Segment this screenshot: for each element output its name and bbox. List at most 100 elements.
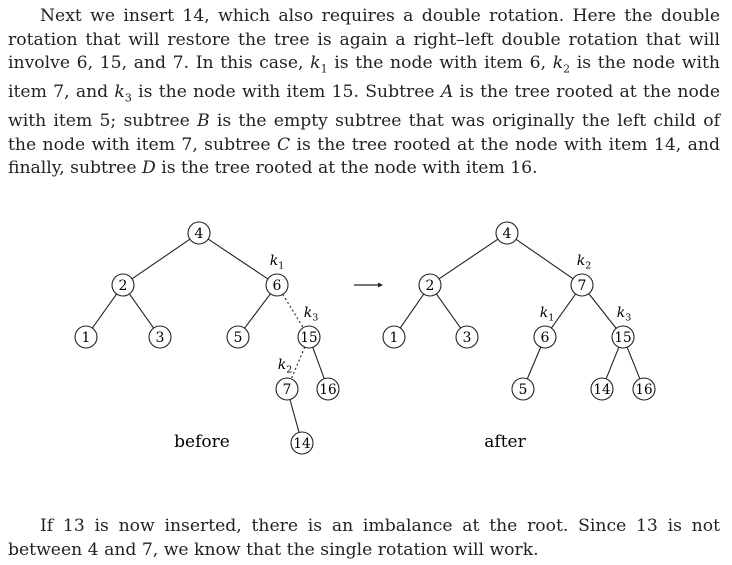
before-edge	[312, 347, 325, 379]
before-k-subscript: 2	[286, 365, 292, 376]
after-edge	[515, 238, 574, 280]
paragraph-intro: Next we insert 14, which also requires a…	[8, 5, 720, 181]
after-node-label: 6	[541, 330, 550, 346]
before-node: 7	[275, 377, 299, 401]
before-node-circle	[111, 273, 135, 297]
before-edge	[290, 346, 306, 380]
after-node-label: 14	[593, 382, 610, 398]
paragraph-run: is the node with item 7, and	[8, 53, 720, 103]
after-node: 5	[511, 377, 535, 401]
before-node-label: 2	[119, 278, 128, 294]
after-node: 6	[533, 325, 557, 349]
after-k-letter: k	[577, 253, 585, 269]
before-edge	[282, 294, 304, 328]
before-edge	[131, 238, 191, 280]
paragraph-run: D	[141, 158, 156, 179]
after-node: 14	[590, 377, 614, 401]
after-k-label: k1	[540, 305, 555, 324]
after-node-label: 2	[426, 278, 435, 294]
before-node-label: 15	[300, 330, 317, 346]
paragraph-run: is the node with item 15. Subtree	[131, 82, 441, 103]
before-k-letter: k	[270, 253, 278, 269]
after-node: 4	[495, 221, 519, 245]
after-node: 16	[632, 377, 656, 401]
before-edge	[207, 238, 269, 280]
before-edge	[91, 293, 118, 329]
after-edge	[399, 293, 425, 329]
before-node: 6	[265, 273, 289, 297]
before-node-label: 3	[156, 330, 165, 346]
before-edge	[244, 293, 271, 329]
after-node-label: 7	[578, 278, 587, 294]
before-node-circle	[74, 325, 98, 349]
before-k-letter: k	[278, 357, 286, 373]
after-node-circle	[418, 273, 442, 297]
after-node-circle	[611, 325, 635, 349]
after-node-label: 4	[503, 226, 512, 242]
paragraph-run: is the node with item 6,	[327, 53, 553, 74]
before-edge	[289, 399, 300, 433]
caption-after: after	[484, 432, 526, 452]
after-node-circle	[533, 325, 557, 349]
after-node: 7	[570, 273, 594, 297]
before-node-label: 16	[319, 382, 336, 398]
after-node-label: 15	[614, 330, 631, 346]
after-node-label: 1	[390, 330, 399, 346]
paragraph-run: is the tree rooted at the node with item…	[155, 158, 538, 179]
before-k-label: k3	[304, 305, 319, 324]
after-node-circle	[511, 377, 535, 401]
paragraph-run: Next we insert 14, which also requires a…	[8, 6, 720, 74]
before-node: 4	[187, 221, 211, 245]
after-edge	[435, 293, 462, 329]
paragraph-run: is the empty subtree that was originally…	[8, 111, 720, 155]
before-node-label: 7	[283, 382, 292, 398]
after-node-circle	[590, 377, 614, 401]
after-node-circle	[570, 273, 594, 297]
after-node-label: 3	[463, 330, 472, 346]
after-node-circle	[495, 221, 519, 245]
after-node-label: 5	[519, 382, 528, 398]
paragraph-run: k	[310, 53, 321, 74]
paragraph-run: k	[114, 82, 125, 103]
before-node-circle	[275, 377, 299, 401]
paragraph-run: is the tree rooted at the node with item…	[8, 82, 721, 132]
after-node-label: 16	[635, 382, 652, 398]
after-node-circle	[455, 325, 479, 349]
before-k-label: k1	[270, 253, 285, 272]
after-edge	[550, 293, 577, 329]
before-node-label: 1	[82, 330, 91, 346]
after-node-circle	[632, 377, 656, 401]
after-k-label: k2	[577, 253, 592, 272]
tree-nodes: 4 2 6 1 3 5 15 7 16 14 4 2 7 1 3 6 15 5 14 16	[74, 221, 656, 455]
before-k-subscript: 3	[312, 313, 318, 324]
before-node: 5	[226, 325, 250, 349]
before-node-label: 14	[293, 436, 310, 452]
paragraph-run: A	[440, 82, 454, 103]
before-node-circle	[297, 325, 321, 349]
caption-before: before	[174, 432, 230, 452]
before-node: 15	[297, 325, 321, 349]
before-edge	[128, 293, 155, 329]
before-node-label: 5	[234, 330, 243, 346]
after-k-label: k3	[617, 305, 632, 324]
before-node-circle	[226, 325, 250, 349]
paragraph-run: C	[276, 134, 291, 155]
before-node-label: 4	[195, 226, 204, 242]
paragraph-run: B	[197, 111, 210, 132]
paragraph-followup: If 13 is now inserted, there is an imbal…	[8, 516, 720, 560]
after-k-letter: k	[617, 305, 625, 321]
after-edge	[588, 293, 617, 329]
before-node-circle	[316, 377, 340, 401]
after-node: 15	[611, 325, 635, 349]
before-node-label: 6	[273, 278, 282, 294]
after-k-letter: k	[540, 305, 548, 321]
before-node-circle	[148, 325, 172, 349]
before-k-label: k2	[278, 357, 293, 376]
paragraph-run: 1	[320, 62, 328, 76]
after-node: 3	[455, 325, 479, 349]
before-node: 1	[74, 325, 98, 349]
after-node-circle	[382, 325, 406, 349]
before-node: 16	[316, 377, 340, 401]
